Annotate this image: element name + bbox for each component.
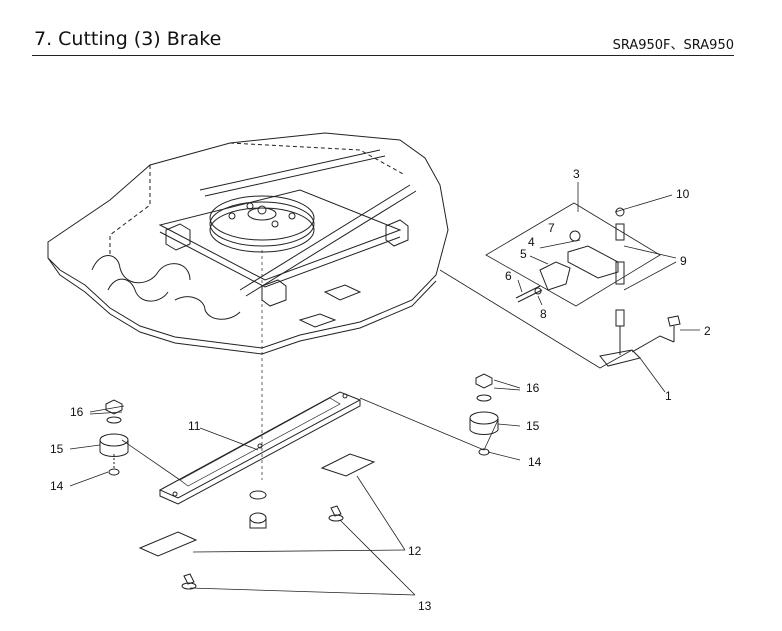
header-rule — [32, 55, 734, 56]
callout-10: 10 — [676, 187, 690, 201]
callout-14-left: 14 — [50, 479, 64, 493]
callout-11: 11 — [188, 419, 201, 433]
page-title: 7. Cutting (3) Brake — [34, 28, 222, 50]
callout-1: 1 — [665, 389, 672, 403]
callout-5: 5 — [520, 247, 527, 261]
brake-assembly-frame — [439, 202, 661, 369]
center-bolt — [249, 490, 267, 529]
bolt-6 — [515, 285, 543, 303]
callout-6: 6 — [505, 269, 512, 283]
callout-9: 9 — [680, 254, 687, 268]
blade-holder-bar — [158, 250, 362, 505]
left-isolator — [99, 399, 129, 476]
blades — [138, 453, 376, 590]
leader-lines — [69, 182, 700, 596]
callout-7: 7 — [548, 221, 555, 235]
callout-2: 2 — [704, 324, 711, 338]
model-number: SRA950F、SRA950 — [612, 38, 734, 53]
callout-16-left: 16 — [70, 405, 84, 419]
callout-15-right: 15 — [526, 419, 540, 433]
callout-13: 13 — [418, 599, 432, 613]
callout-3: 3 — [573, 167, 580, 181]
callout-4: 4 — [528, 235, 535, 249]
callout-16-right: 16 — [526, 381, 540, 395]
right-isolator — [469, 373, 499, 456]
callout-12: 12 — [408, 544, 422, 558]
bolt-2 — [631, 315, 681, 353]
callout-8: 8 — [540, 307, 547, 321]
brake-shaft — [599, 207, 641, 367]
page-header: 7. Cutting (3) Brake SRA950F、SRA950 — [0, 0, 782, 60]
mower-deck — [47, 132, 449, 355]
callout-15-left: 15 — [50, 442, 64, 456]
callout-14-right: 14 — [528, 455, 542, 469]
